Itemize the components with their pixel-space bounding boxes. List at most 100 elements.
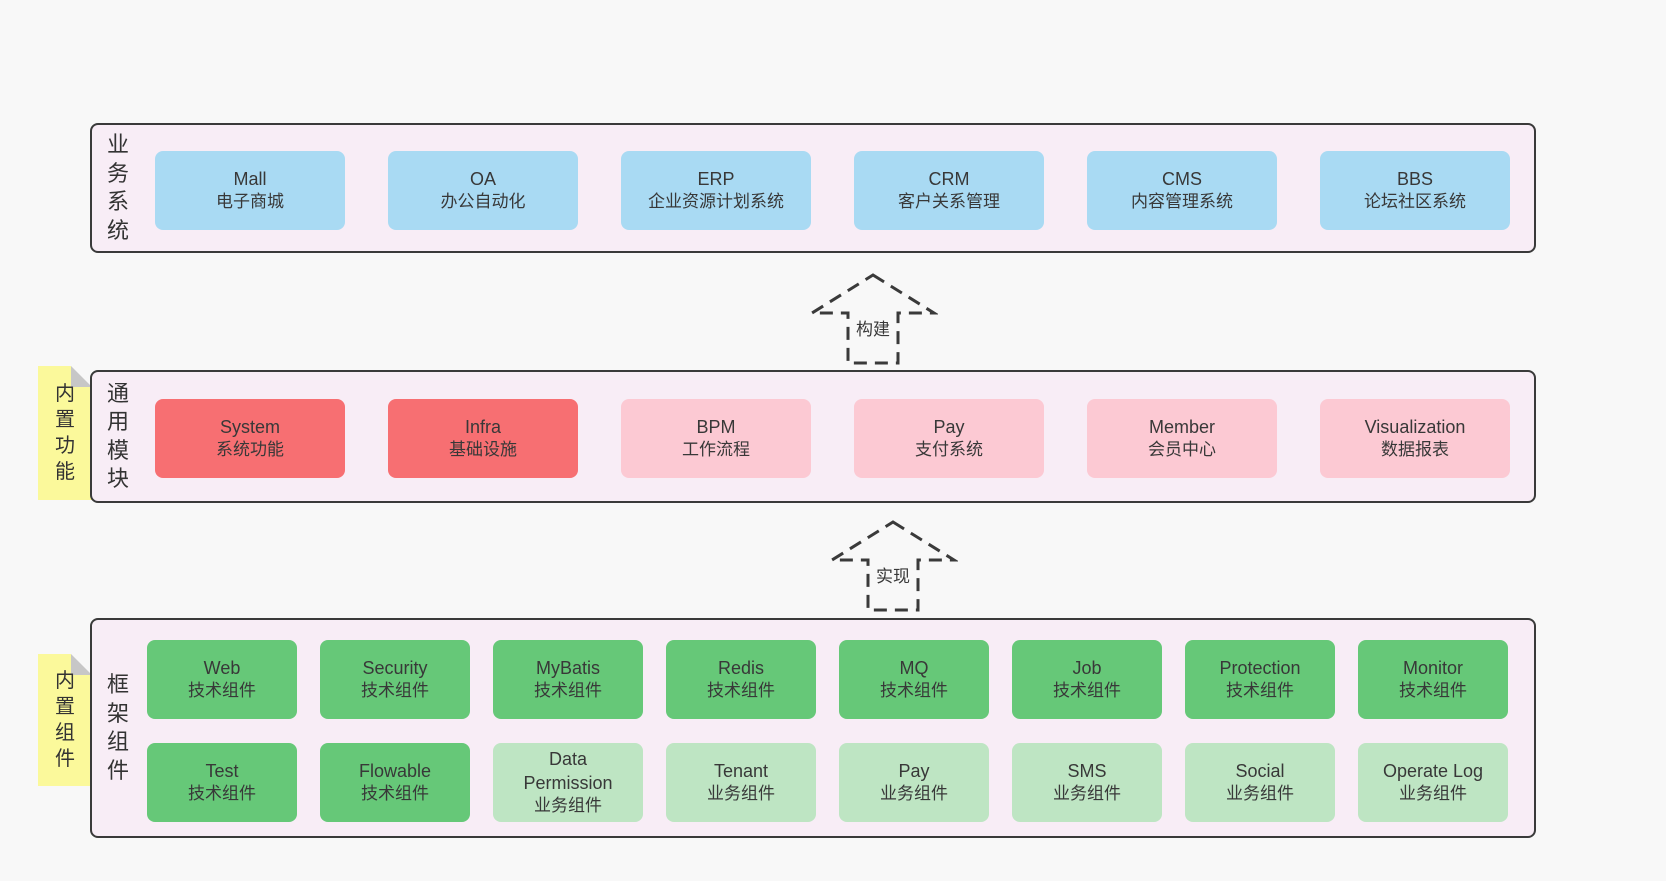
box-member: Member 会员中心 <box>1087 399 1277 478</box>
note-label: 内置组件 <box>55 670 75 770</box>
box-subtitle: 技术组件 <box>880 681 948 701</box>
box-title: Pay <box>898 760 930 781</box>
box-social: Social 业务组件 <box>1185 743 1335 822</box>
layer-common-modules: 通用模块 System 系统功能 Infra 基础设施 BPM 工作流程 Pay… <box>90 370 1536 503</box>
layer-business-systems: 业务系统 Mall 电子商城 OA 办公自动化 ERP 企业资源计划系统 CRM… <box>90 123 1536 253</box>
box-title: ERP <box>697 168 735 189</box>
box-subtitle: 业务组件 <box>1053 784 1121 804</box>
box-title: Security <box>362 657 428 678</box>
box-title: BBS <box>1396 168 1434 189</box>
box-title: Social <box>1235 760 1285 781</box>
box-subtitle: 数据报表 <box>1381 440 1449 460</box>
box-subtitle: 技术组件 <box>188 784 256 804</box>
box-title: CRM <box>928 168 970 189</box>
box-title: CMS <box>1162 168 1202 189</box>
box-title: Pay <box>933 416 965 437</box>
box-oa: OA 办公自动化 <box>388 151 578 230</box>
sticky-note-built-in-features: 内置功能 <box>38 366 92 500</box>
component-row-2: Test 技术组件 Flowable 技术组件 Data Permission … <box>147 743 1508 822</box>
box-monitor: Monitor 技术组件 <box>1358 640 1508 719</box>
box-operate-log: Operate Log 业务组件 <box>1358 743 1508 822</box>
box-subtitle: 工作流程 <box>682 440 750 460</box>
box-subtitle: 技术组件 <box>707 681 775 701</box>
component-row-1: Web 技术组件 Security 技术组件 MyBatis 技术组件 Redi… <box>147 640 1508 719</box>
box-visualization: Visualization 数据报表 <box>1320 399 1510 478</box>
box-title: Visualization <box>1364 416 1466 437</box>
box-subtitle: 办公自动化 <box>440 192 526 212</box>
box-subtitle: 业务组件 <box>1399 784 1467 804</box>
box-sms: SMS 业务组件 <box>1012 743 1162 822</box>
box-mall: Mall 电子商城 <box>155 151 345 230</box>
box-subtitle: 支付系统 <box>915 440 983 460</box>
box-pay: Pay 支付系统 <box>854 399 1044 478</box>
box-title: System <box>219 416 280 437</box>
box-subtitle: 会员中心 <box>1148 440 1216 460</box>
box-subtitle: 企业资源计划系统 <box>648 192 784 212</box>
module-boxes-row: System 系统功能 Infra 基础设施 BPM 工作流程 Pay 支付系统… <box>155 399 1510 478</box>
box-subtitle: 技术组件 <box>534 681 602 701</box>
box-title: Test <box>205 760 239 781</box>
layer-label-common-modules: 通用模块 <box>106 380 129 492</box>
box-flowable: Flowable 技术组件 <box>320 743 470 822</box>
box-subtitle: 技术组件 <box>188 681 256 701</box>
box-protection: Protection 技术组件 <box>1185 640 1335 719</box>
box-bbs: BBS 论坛社区系统 <box>1320 151 1510 230</box>
box-title: SMS <box>1067 760 1107 781</box>
box-title: Member <box>1148 416 1215 437</box>
box-subtitle: 技术组件 <box>361 784 429 804</box>
arrow-build: 构建 <box>808 272 938 366</box>
arrow-label: 实现 <box>876 567 910 586</box>
box-cms: CMS 内容管理系统 <box>1087 151 1277 230</box>
box-title: Protection <box>1219 657 1301 678</box>
box-title: Job <box>1072 657 1102 678</box>
arrow-implement: 实现 <box>828 518 958 614</box>
box-job: Job 技术组件 <box>1012 640 1162 719</box>
box-subtitle: 业务组件 <box>880 784 948 804</box>
box-title: MyBatis <box>535 657 600 678</box>
box-subtitle: 基础设施 <box>449 440 517 460</box>
box-title: Monitor <box>1402 657 1464 678</box>
box-title: Flowable <box>358 760 432 781</box>
box-subtitle: 论坛社区系统 <box>1364 192 1466 212</box>
box-redis: Redis 技术组件 <box>666 640 816 719</box>
box-title: Data Permission <box>523 748 613 794</box>
box-title: Tenant <box>713 760 769 781</box>
box-bpm: BPM 工作流程 <box>621 399 811 478</box>
box-web: Web 技术组件 <box>147 640 297 719</box>
box-title: Redis <box>717 657 765 678</box>
business-boxes-row: Mall 电子商城 OA 办公自动化 ERP 企业资源计划系统 CRM 客户关系… <box>155 151 1510 230</box>
sticky-note-built-in-components: 内置组件 <box>38 654 92 786</box>
box-title: Mall <box>233 168 267 189</box>
dashed-up-arrow-icon: 构建 <box>808 273 938 365</box>
box-subtitle: 技术组件 <box>1053 681 1121 701</box>
box-infra: Infra 基础设施 <box>388 399 578 478</box>
box-crm: CRM 客户关系管理 <box>854 151 1044 230</box>
box-pay-business: Pay 业务组件 <box>839 743 989 822</box>
component-grid: Web 技术组件 Security 技术组件 MyBatis 技术组件 Redi… <box>147 640 1508 822</box>
box-title: OA <box>469 168 496 189</box>
box-test: Test 技术组件 <box>147 743 297 822</box>
box-subtitle: 业务组件 <box>707 784 775 804</box>
box-erp: ERP 企业资源计划系统 <box>621 151 811 230</box>
box-subtitle: 业务组件 <box>534 796 602 816</box>
box-tenant: Tenant 业务组件 <box>666 743 816 822</box>
box-title: BPM <box>696 416 736 437</box>
note-label: 内置功能 <box>55 383 75 483</box>
dashed-up-arrow-icon: 实现 <box>828 520 958 612</box>
box-subtitle: 内容管理系统 <box>1131 192 1233 212</box>
box-mq: MQ 技术组件 <box>839 640 989 719</box>
layer-framework-components: 框架组件 Web 技术组件 Security 技术组件 MyBatis 技术组件… <box>90 618 1536 838</box>
box-subtitle: 系统功能 <box>216 440 284 460</box>
box-subtitle: 客户关系管理 <box>898 192 1000 212</box>
layer-label-framework-components: 框架组件 <box>106 671 129 783</box>
box-security: Security 技术组件 <box>320 640 470 719</box>
box-subtitle: 技术组件 <box>361 681 429 701</box>
box-subtitle: 电子商城 <box>216 192 284 212</box>
box-data-permission: Data Permission 业务组件 <box>493 743 643 822</box>
box-title: Operate Log <box>1382 760 1484 781</box>
layer-label-business-systems: 业务系统 <box>106 131 129 243</box>
arrow-label: 构建 <box>856 320 890 339</box>
box-mybatis: MyBatis 技术组件 <box>493 640 643 719</box>
box-subtitle: 技术组件 <box>1226 681 1294 701</box>
